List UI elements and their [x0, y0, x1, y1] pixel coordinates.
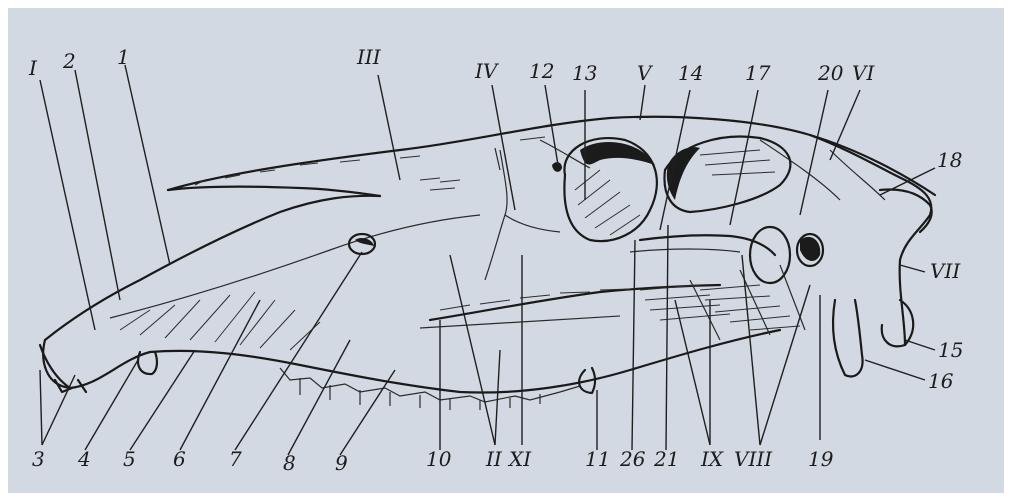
label-IX: IX: [700, 447, 724, 471]
label-4: 4: [77, 447, 91, 471]
label-1: 1: [117, 45, 130, 69]
label-II: II: [485, 447, 503, 471]
label-V: V: [637, 61, 654, 85]
label-III: III: [356, 45, 382, 69]
label-13: 13: [572, 61, 597, 85]
label-19: 19: [808, 447, 834, 471]
label-9: 9: [335, 451, 348, 475]
label-17: 17: [745, 61, 771, 85]
label-16: 16: [928, 369, 954, 393]
label-15: 15: [938, 338, 963, 362]
label-20: 20: [817, 61, 844, 85]
label-2: 2: [62, 49, 76, 73]
label-26: 26: [619, 447, 646, 471]
label-I: I: [28, 56, 38, 80]
label-VI: VI: [852, 61, 875, 85]
label-21: 21: [653, 447, 679, 471]
label-7: 7: [229, 447, 242, 471]
label-5: 5: [123, 447, 136, 471]
label-VIII: VIII: [734, 447, 773, 471]
label-8: 8: [283, 451, 296, 475]
label-12: 12: [529, 59, 554, 83]
label-14: 14: [678, 61, 703, 85]
label-XI: XI: [507, 447, 532, 471]
label-18: 18: [937, 148, 962, 172]
label-IV: IV: [474, 59, 500, 83]
label-11: 11: [585, 447, 610, 471]
label-6: 6: [173, 447, 186, 471]
label-3: 3: [32, 447, 45, 471]
label-10: 10: [426, 447, 452, 471]
label-VII: VII: [930, 259, 961, 283]
